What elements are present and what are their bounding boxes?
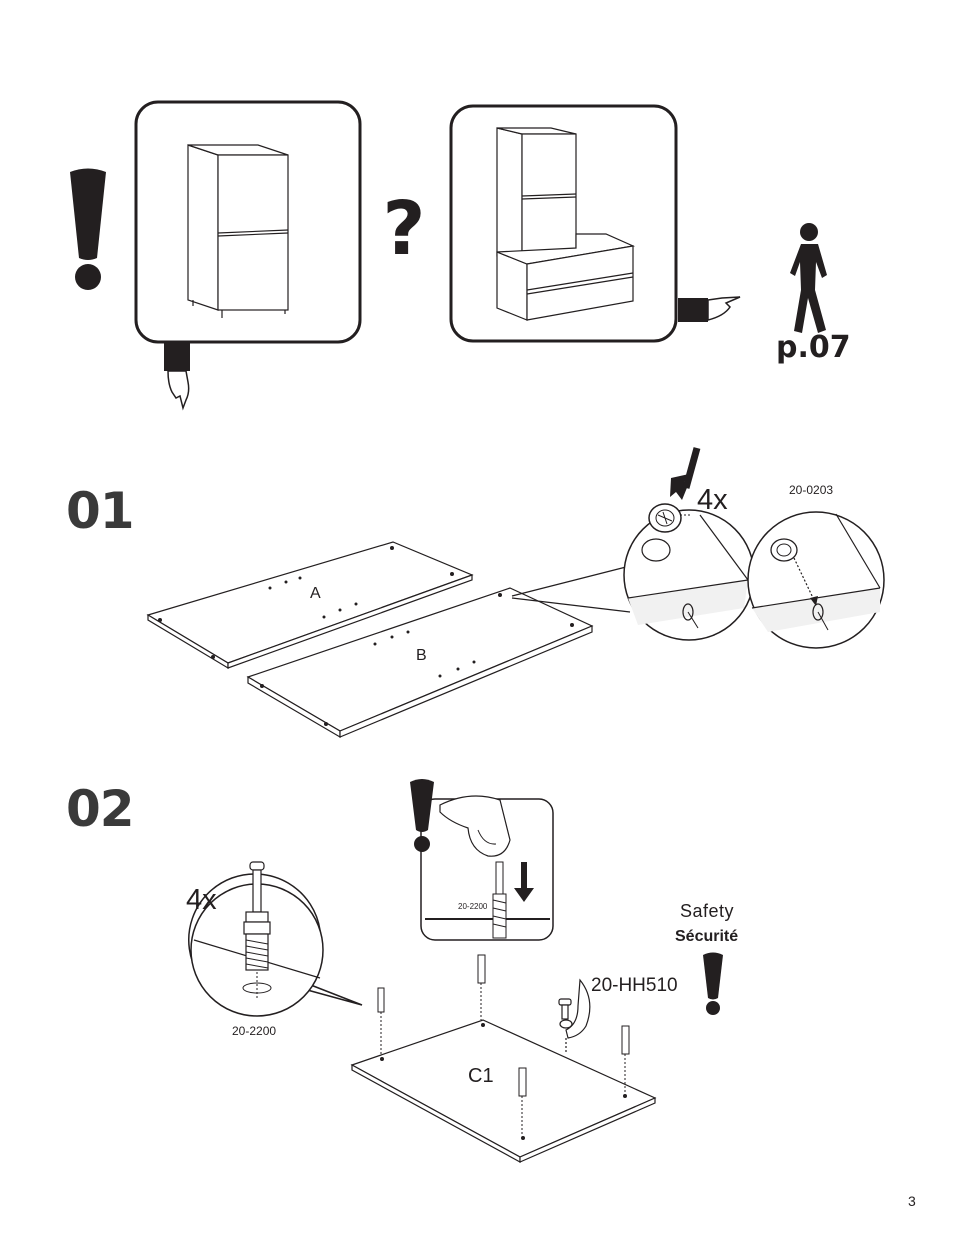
hardware-bracket: [558, 978, 591, 1052]
pointing-hand-down-icon: [164, 343, 190, 411]
panel-b-label: B: [416, 647, 427, 664]
step01-illustration: [146, 447, 885, 739]
top-illustration: ?: [70, 100, 827, 411]
exclamation-icon-small: [410, 779, 434, 852]
arrow-down-icon: [514, 862, 534, 902]
exclamation-icon-large: [70, 168, 106, 290]
pin-detail-circle: [188, 861, 363, 1017]
step-number-02: 02: [66, 780, 135, 838]
panel-c1-label: C1: [468, 1065, 494, 1087]
step-number-01: 01: [66, 482, 135, 540]
step01-part-number: 20-0203: [789, 483, 834, 497]
panel-c1: [350, 1019, 657, 1164]
dowel-pin-icon: [243, 861, 271, 971]
safety-label-fr: Sécurité: [675, 928, 739, 945]
safety-label-en: Safety: [680, 901, 735, 921]
page-reference: p.07: [776, 330, 851, 365]
question-mark: ?: [383, 186, 426, 272]
panel-a-label: A: [310, 585, 321, 602]
page-number: 3: [908, 1193, 916, 1209]
panel-a: [146, 541, 474, 670]
pointing-hand-right-icon: [678, 296, 741, 322]
pin-part-number: 20-2200: [232, 1024, 277, 1038]
cam-lock-icon: [648, 503, 690, 533]
detail-circle-left: [623, 447, 755, 641]
tall-cabinet-drawing: [187, 144, 289, 318]
walking-person-icon: [790, 223, 827, 333]
inset-part-number: 20-2200: [458, 902, 488, 911]
step02-quantity: 4x: [186, 884, 217, 916]
step01-quantity: 4x: [697, 484, 728, 516]
dowel-pins: [377, 954, 630, 1134]
exclamation-icon-safety: [703, 952, 723, 1015]
panel-b: [246, 587, 594, 739]
combined-cabinet-drawing: [496, 127, 636, 321]
hardware-part-number: 20-HH510: [591, 975, 678, 996]
detail-circle-right: [747, 511, 885, 649]
step02-illustration: [188, 779, 723, 1164]
press-detail-box: [420, 795, 554, 941]
